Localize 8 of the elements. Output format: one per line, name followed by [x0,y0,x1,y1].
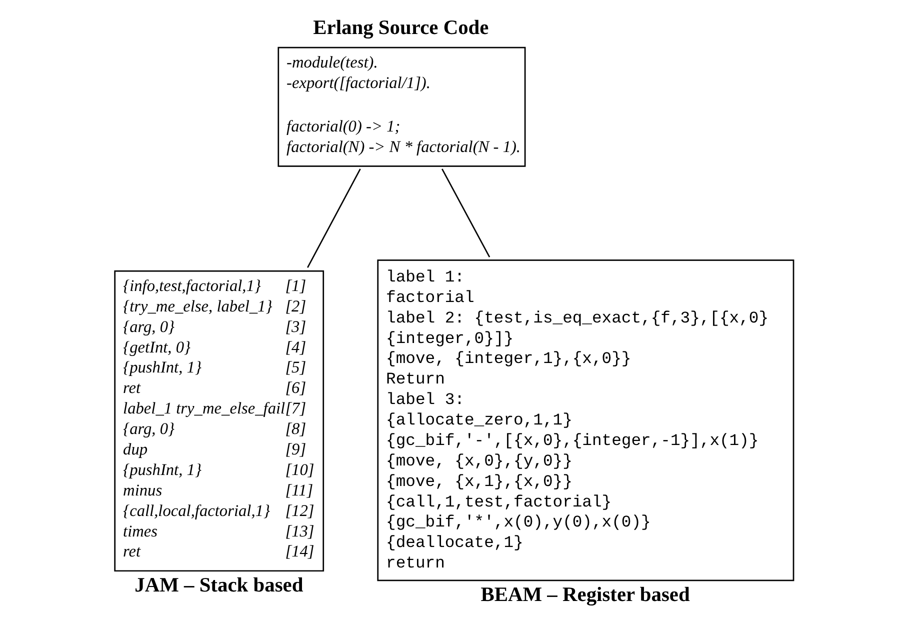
node-box: -module(test). -export([factorial/1]). factorial(0) -> 1; factorial(N) -> N * factorial(N - 1). [277,46,526,167]
node-label: BEAM – Register based [480,584,690,606]
node-label: JAM – Stack based [134,574,303,596]
node-box: {info,test,factorial,1} [1] {try_me_else, label_1} [2] {arg, 0} [3] {getInt, 0} [4] {pushInt, 1} [5] ret [6] label_1 try_me_else_fail[7] {arg, 0} [8] dup [9] {pushInt, 1} [10] minus [11] {call,local,factorial,1} [12] times [13] ret [14] [114,270,324,572]
node-label: Erlang Source Code [312,16,488,39]
connector [306,168,360,268]
connector [441,168,490,258]
node-box: label 1: factorial label 2: {test,is_eq_exact,{f,3},[{x,0} {integer,0}]} {move, {integer,1},{x,0}} Return label 3: {allocate_zero,1,1} {gc_bif,'-',[{x,0},{integer,-1}],x(1)} {move, {x,0},{y,0}} {move, {x,1},{x,0}} {call,1,test,factorial} {gc_bif,'*',x(0),y(0),x(0)} {deallocate,1} return [376,259,794,582]
